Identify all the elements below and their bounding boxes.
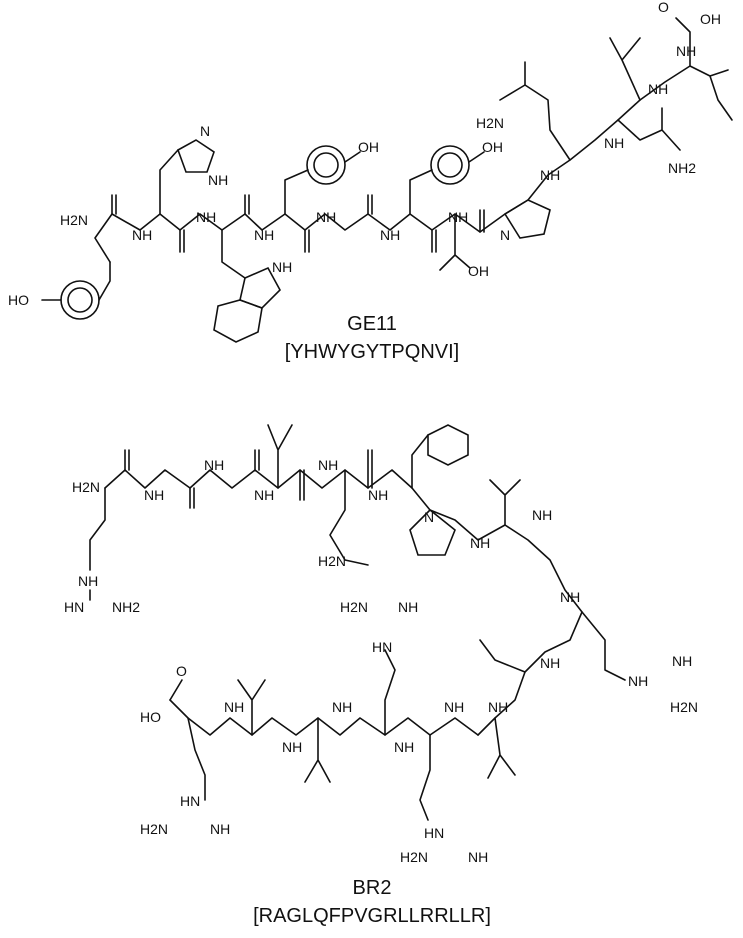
- ge11-sequence: [YHWYGYTPQNVI]: [285, 341, 459, 363]
- br2-arg13-hn: HN: [424, 825, 444, 841]
- br2-nh-9: NH: [540, 655, 560, 671]
- br2-arg1-nh: NH: [78, 573, 98, 589]
- br2-nh-6: NH: [470, 535, 490, 551]
- trp-pyrrole: [239, 266, 281, 309]
- br2-structure: H2N NH HN NH2 H2N N NH NH H2N: [64, 424, 698, 865]
- trp-benzene: [213, 299, 263, 343]
- br2-nh-11: NH: [444, 699, 464, 715]
- tyr6-ring: [430, 145, 470, 185]
- his-imidazole: [177, 139, 215, 173]
- tyr1-ring: [60, 280, 100, 320]
- br2-arg13-nh: NH: [468, 849, 488, 865]
- br2-nh-2: NH: [204, 457, 224, 473]
- gln-h2n-label: H2N: [476, 115, 504, 131]
- thr-oh-label: OH: [468, 263, 489, 279]
- br2-nh-12: NH: [394, 739, 414, 755]
- his-nh-label: NH: [208, 172, 228, 188]
- ge11-nh-7: NH: [540, 167, 560, 183]
- ge11-acid-o-label: O: [658, 0, 669, 15]
- br2-nh-8: NH: [560, 589, 580, 605]
- br2-acid-o: O: [176, 663, 187, 679]
- br2-nh-14: NH: [282, 739, 302, 755]
- br2-arg10-nh-b: NH: [672, 653, 692, 669]
- br2-arg1-hn: HN: [64, 599, 84, 615]
- br2-name: BR2: [353, 877, 392, 899]
- ge11-nh-10: NH: [676, 43, 696, 59]
- br2-nh-4: NH: [318, 457, 338, 473]
- ge11-h2n-label: H2N: [60, 212, 88, 228]
- ge11-structure: HO H2N N NH NH OH OH OH: [8, 0, 733, 343]
- br2-nh-3: NH: [254, 487, 274, 503]
- br2-arg17-h2n: H2N: [140, 821, 168, 837]
- tyr4-oh-label: OH: [358, 139, 379, 155]
- ge11-ho-label: HO: [8, 292, 29, 308]
- ge11-nh-2: NH: [196, 209, 216, 225]
- br2-arg10-h2n: H2N: [670, 699, 698, 715]
- trp-nh-label: NH: [272, 259, 292, 275]
- tyr4-ring: [306, 145, 346, 185]
- ge11-nh-8: NH: [604, 135, 624, 151]
- br2-arg17-nh: NH: [210, 821, 230, 837]
- br2-arg14-hn: HN: [372, 639, 392, 655]
- tyr1-ring-inner: [67, 287, 93, 313]
- ge11-nh-1: NH: [132, 227, 152, 243]
- ge11-nh-3: NH: [254, 227, 274, 243]
- br2-h2n-label: H2N: [72, 479, 100, 495]
- br2-arg14-nh: NH: [398, 599, 418, 615]
- ge11-acid-oh-label: OH: [700, 11, 721, 27]
- ge11-nh-6: NH: [448, 209, 468, 225]
- br2-nh-13: NH: [332, 699, 352, 715]
- ge11-nh-5: NH: [380, 227, 400, 243]
- pro-n-label: N: [500, 227, 510, 243]
- br2-arg10-nh: NH: [628, 673, 648, 689]
- br2-acid-oh: HO: [140, 709, 161, 725]
- ge11-nh-4: NH: [316, 209, 336, 225]
- br2-nh-15: NH: [224, 699, 244, 715]
- asn-nh2-label: NH2: [668, 160, 696, 176]
- br2-nh-1: NH: [144, 487, 164, 503]
- br2-arg13-h2n: H2N: [400, 849, 428, 865]
- pro-ring: [503, 199, 551, 239]
- phe-ring: [427, 424, 469, 466]
- br2-pro-n: N: [424, 509, 434, 525]
- br2-gln-h2n: H2N: [318, 553, 346, 569]
- br2-arg1-nh2: NH2: [112, 599, 140, 615]
- br2-arg14-h2n: H2N: [340, 599, 368, 615]
- his-n-label: N: [200, 123, 210, 139]
- br2-arg17-hn: HN: [180, 793, 200, 809]
- br2-nh-7: NH: [532, 507, 552, 523]
- br2-pro-ring: [409, 508, 456, 556]
- ge11-nh-9: NH: [648, 81, 668, 97]
- br2-nh-10: NH: [488, 699, 508, 715]
- ge11-name: GE11: [347, 313, 397, 335]
- tyr6-oh-label: OH: [482, 139, 503, 155]
- br2-sequence: [RAGLQFPVGRLLRRLLR]: [253, 905, 491, 927]
- br2-nh-5: NH: [368, 487, 388, 503]
